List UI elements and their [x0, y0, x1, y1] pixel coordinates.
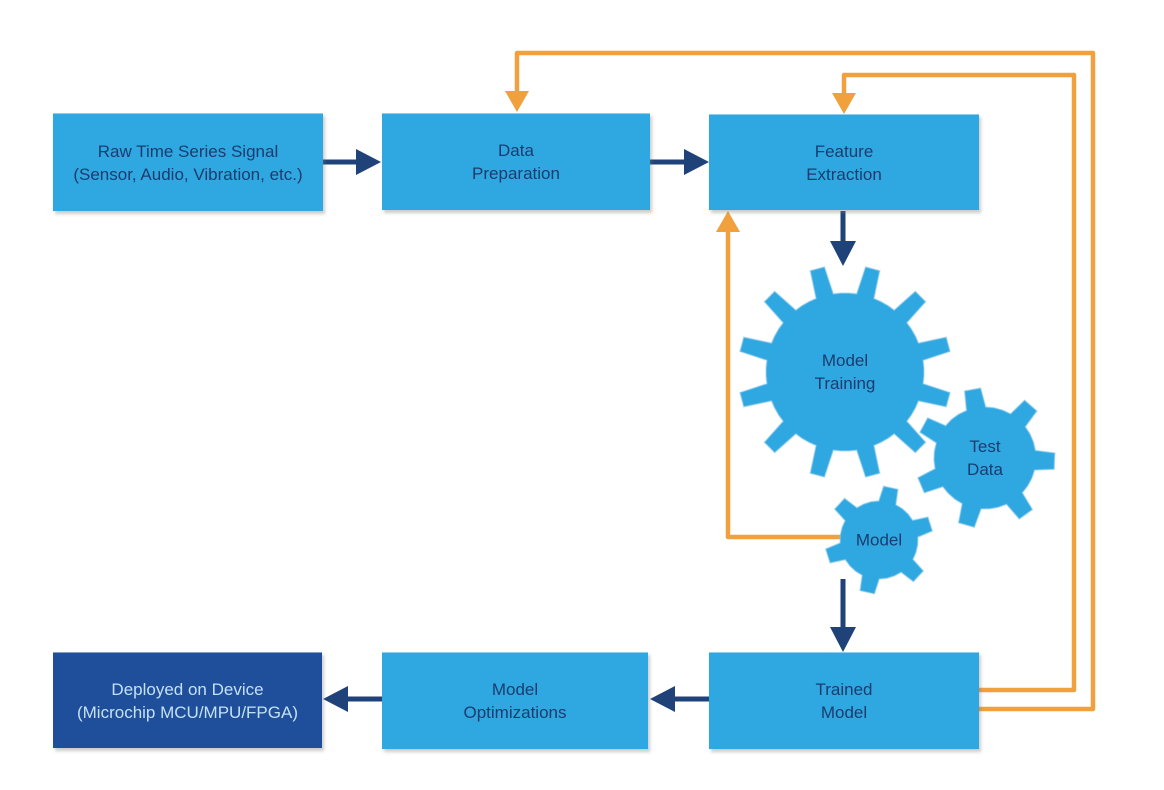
arrow-raw-to-dataprep-arrowhead-icon	[356, 149, 381, 175]
feedback-trainedmodel-to-datapreparation-arrowhead-icon	[505, 91, 529, 112]
box-dataprep-line1: Data	[498, 141, 534, 160]
box-trained-line1: Trained	[815, 680, 873, 699]
box-raw-time-series-signal: Raw Time Series Signal (Sensor, Audio, V…	[53, 113, 323, 211]
box-raw-line1: Raw Time Series Signal	[97, 141, 279, 161]
feedback-trainedmodel-to-datapreparation-line	[514, 50, 1096, 712]
box-deployed-on-device: Deployed on Device (Microchip MCU/MPU/FP…	[53, 652, 322, 748]
arrow-model-to-trained-arrowhead-icon	[830, 627, 856, 652]
gear-model-icon	[824, 485, 934, 595]
box-data-preparation: Data Preparation	[382, 113, 650, 210]
box-trained-model: Trained Model	[709, 652, 979, 749]
gear-test-data-icon	[916, 387, 1056, 529]
box-optimizations-line2: Optimizations	[463, 703, 567, 722]
feedback-trainedmodel-to-featureextraction-line	[841, 72, 1077, 693]
gear-model-training-icon	[739, 266, 951, 478]
box-trained-line2: Model	[820, 703, 868, 722]
feedback-model-to-featureextraction-arrowhead-icon	[716, 211, 740, 232]
box-deployed-line2: (Microchip MCU/MPU/FPGA)	[76, 702, 298, 722]
box-feature-line1: Feature	[814, 141, 874, 161]
gear-model-line1: Model	[855, 530, 903, 550]
box-optimizations-line1: Model	[491, 680, 539, 699]
arrow-feature-to-training-arrowhead-icon	[830, 241, 856, 266]
box-raw-line2: (Sensor, Audio, Vibration, etc.)	[73, 164, 303, 184]
box-deployed-line1: Deployed on Device	[111, 679, 264, 699]
gear-label-model: Model	[856, 529, 902, 552]
feedback-model-to-featureextraction-line	[725, 230, 842, 540]
gear-label-model-training: Model Training	[815, 349, 876, 395]
gear-test-data-line1: Test	[969, 437, 1001, 456]
gear-test-data-line2: Data	[967, 460, 1003, 479]
arrow-optimizations-to-deployed-arrowhead-icon	[323, 686, 348, 712]
arrow-trained-to-optimizations-arrowhead-icon	[650, 686, 675, 712]
gear-label-test-data: Test Data	[967, 435, 1003, 481]
arrow-dataprep-to-feature-arrowhead-icon	[684, 149, 709, 175]
box-feature-line2: Extraction	[806, 164, 882, 184]
gear-model-training-line2: Training	[814, 374, 876, 393]
box-model-optimizations: Model Optimizations	[382, 652, 648, 749]
gear-model-training-line1: Model	[821, 351, 869, 370]
box-dataprep-line2: Preparation	[472, 164, 560, 183]
feedback-trainedmodel-to-featureextraction-arrowhead-icon	[832, 93, 856, 114]
box-feature-extraction: Feature Extraction	[709, 114, 979, 210]
